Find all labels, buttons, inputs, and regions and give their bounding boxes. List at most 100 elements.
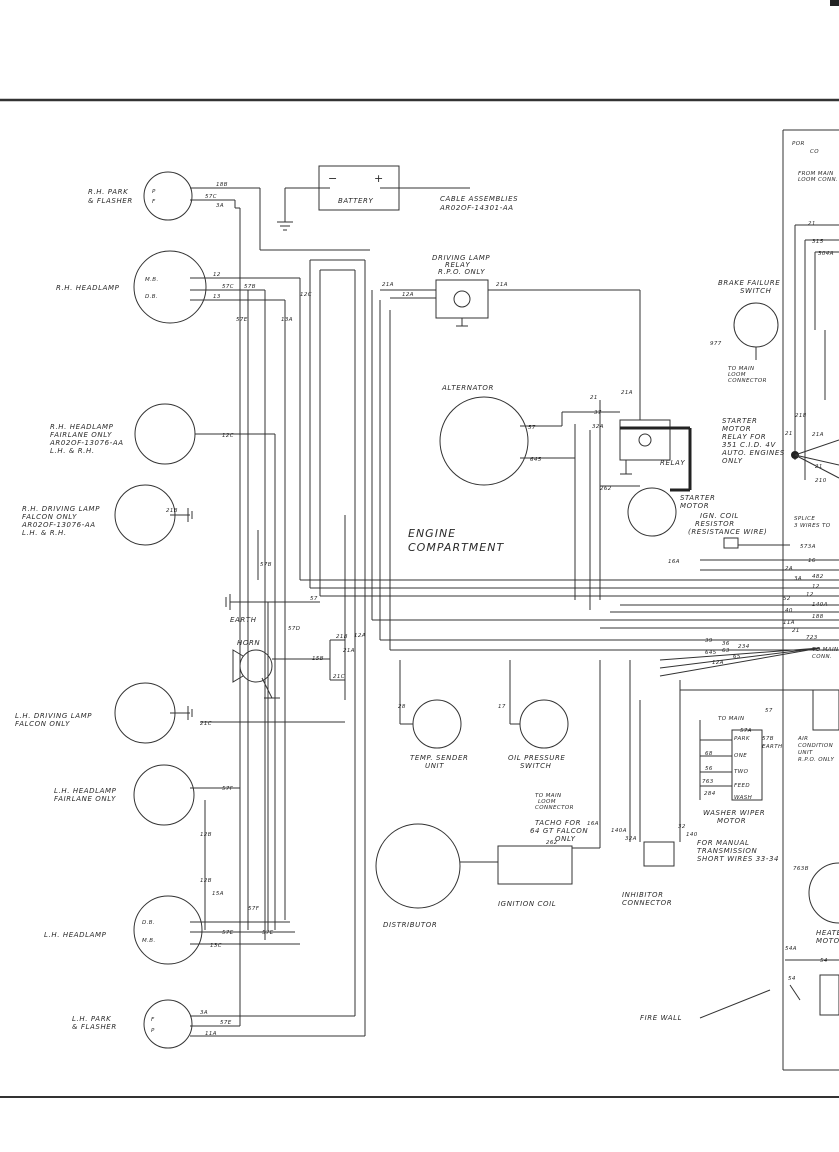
svg-text:L.H. & R.H.: L.H. & R.H.: [50, 447, 95, 455]
svg-text:573A: 573A: [800, 544, 816, 550]
svg-text:32A: 32A: [592, 424, 604, 430]
svg-text:57A: 57A: [740, 728, 752, 734]
svg-text:R.H. PARK: R.H. PARK: [88, 188, 129, 196]
svg-text:28: 28: [398, 704, 406, 710]
svg-text:RELAY: RELAY: [445, 261, 470, 269]
svg-text:TO MAIN: TO MAIN: [812, 647, 838, 653]
svg-text:MOTOR: MOTOR: [816, 937, 839, 945]
svg-text:ONLY: ONLY: [555, 835, 576, 843]
svg-text:21: 21: [785, 431, 793, 437]
brake-failure-switch: BRAKE FAILURE SWITCH TO MAIN LOOM CONNEC…: [718, 279, 780, 384]
earth-point: EARTH: [225, 594, 300, 624]
svg-text:L.H. DRIVING LAMP: L.H. DRIVING LAMP: [15, 712, 92, 720]
svg-text:RELAY: RELAY: [660, 459, 685, 467]
svg-text:ONLY: ONLY: [722, 457, 743, 465]
rh-driving-lamp: R.H. DRIVING LAMP FALCON ONLY AR02OF-130…: [21, 484, 176, 546]
svg-text:57B: 57B: [244, 284, 256, 290]
svg-text:57B: 57B: [762, 736, 774, 742]
svg-text:AR02OF-13076-AA: AR02OF-13076-AA: [21, 521, 96, 529]
svg-text:723: 723: [806, 635, 818, 641]
svg-text:TEMP. SENDER: TEMP. SENDER: [410, 754, 468, 762]
svg-text:39: 39: [705, 638, 713, 644]
svg-text:SHORT WIRES 33-34: SHORT WIRES 33-34: [697, 855, 779, 863]
svg-text:TO MAIN: TO MAIN: [718, 716, 744, 722]
svg-text:21C: 21C: [200, 721, 212, 727]
svg-text:M.B.: M.B.: [145, 277, 159, 283]
svg-text:12B: 12B: [200, 878, 212, 884]
svg-text:FROM MAIN: FROM MAIN: [798, 171, 834, 177]
svg-text:21A: 21A: [812, 432, 824, 438]
svg-text:57C: 57C: [205, 194, 217, 200]
svg-text:3A: 3A: [216, 203, 224, 209]
svg-text:57D: 57D: [288, 626, 300, 632]
svg-text:188: 188: [812, 614, 824, 620]
ignition-coil-resistor: IGN. COIL RESISTOR (RESISTANCE WIRE): [688, 512, 790, 549]
svg-text:57E: 57E: [220, 1020, 232, 1026]
svg-text:P: P: [152, 189, 156, 195]
svg-text:CONDITION: CONDITION: [798, 743, 833, 749]
svg-text:32A: 32A: [625, 836, 637, 842]
svg-text:L.H. & R.H.: L.H. & R.H.: [22, 529, 67, 537]
svg-text:EARTH: EARTH: [762, 744, 783, 750]
svg-text:SWITCH: SWITCH: [520, 762, 552, 770]
svg-text:351 C.I.D. 4V: 351 C.I.D. 4V: [722, 441, 776, 449]
starter-relay: RELAY STARTER MOTOR RELAY FOR 351 C.I.D.…: [619, 417, 784, 492]
svg-text:57F: 57F: [222, 786, 234, 792]
svg-text:21A: 21A: [621, 390, 633, 396]
svg-text:12A: 12A: [354, 633, 366, 639]
svg-text:AIR: AIR: [797, 736, 808, 742]
svg-text:TRANSMISSION: TRANSMISSION: [697, 847, 758, 855]
svg-text:12: 12: [213, 272, 221, 278]
svg-text:763B: 763B: [793, 866, 809, 872]
svg-text:CONNECTOR: CONNECTOR: [535, 805, 574, 811]
svg-text:57C: 57C: [222, 284, 234, 290]
svg-text:52: 52: [783, 596, 791, 602]
svg-text:11A: 11A: [205, 1031, 217, 1037]
svg-text:IGN. COIL: IGN. COIL: [700, 512, 739, 520]
svg-text:F: F: [151, 1017, 155, 1023]
svg-text:57E: 57E: [262, 930, 274, 936]
right-harness: SPLICE 3 WIRES TO TO MAIN CONN. POR CO F…: [600, 141, 839, 691]
distributor: DISTRIBUTOR: [375, 823, 500, 929]
svg-text:56: 56: [705, 766, 713, 772]
svg-text:482: 482: [812, 574, 824, 580]
svg-text:STARTER: STARTER: [680, 494, 716, 502]
svg-text:15A: 15A: [212, 891, 224, 897]
svg-text:LOOM CONN.: LOOM CONN.: [798, 177, 838, 183]
svg-text:21A: 21A: [343, 648, 355, 654]
rh-headlamp-fairlane: R.H. HEADLAMP FAIRLANE ONLY AR02OF-13076…: [49, 403, 196, 465]
svg-text:12C: 12C: [222, 433, 234, 439]
svg-text:3 WIRES TO: 3 WIRES TO: [794, 523, 831, 529]
svg-text:CABLE ASSEMBLIES: CABLE ASSEMBLIES: [440, 195, 518, 203]
svg-text:12C: 12C: [300, 292, 312, 298]
svg-text:16: 16: [808, 558, 816, 564]
svg-text:36: 36: [722, 641, 730, 647]
svg-text:OIL PRESSURE: OIL PRESSURE: [508, 754, 565, 762]
svg-text:FIRE WALL: FIRE WALL: [640, 1014, 682, 1022]
temp-sender-unit: TEMP. SENDER UNIT: [399, 660, 468, 770]
svg-text:315: 315: [812, 239, 824, 245]
svg-text:12: 12: [806, 592, 814, 598]
svg-text:FAIRLANE ONLY: FAIRLANE ONLY: [54, 795, 116, 803]
svg-text:57E: 57E: [222, 930, 234, 936]
svg-text:INHIBITOR: INHIBITOR: [622, 891, 664, 899]
svg-text:D.B.: D.B.: [145, 294, 158, 300]
svg-text:57: 57: [310, 596, 318, 602]
svg-text:21C: 21C: [333, 674, 345, 680]
svg-text:3A: 3A: [200, 1010, 208, 1016]
svg-text:TACHO FOR: TACHO FOR: [535, 819, 581, 827]
svg-text:13: 13: [213, 294, 221, 300]
svg-text:HORN: HORN: [237, 639, 260, 647]
svg-text:R.P.O. ONLY: R.P.O. ONLY: [438, 268, 485, 276]
engine-compartment-label-2: COMPARTMENT: [408, 541, 504, 554]
svg-text:63: 63: [722, 648, 730, 654]
svg-text:21: 21: [590, 395, 598, 401]
svg-text:BATTERY: BATTERY: [338, 197, 374, 205]
driving-lamp-relay: DRIVING LAMP RELAY R.P.O. ONLY: [380, 254, 641, 420]
corner-mark: [830, 0, 839, 6]
rh-park-flasher: PF R.H. PARK & FLASHER: [88, 171, 193, 221]
ignition-coil: IGNITION COIL TACHO FOR 64 GT FALCON ONL…: [497, 660, 601, 908]
svg-text:& FLASHER: & FLASHER: [88, 197, 133, 205]
svg-text:HEATER: HEATER: [816, 929, 839, 937]
svg-text:IGNITION COIL: IGNITION COIL: [498, 900, 556, 908]
